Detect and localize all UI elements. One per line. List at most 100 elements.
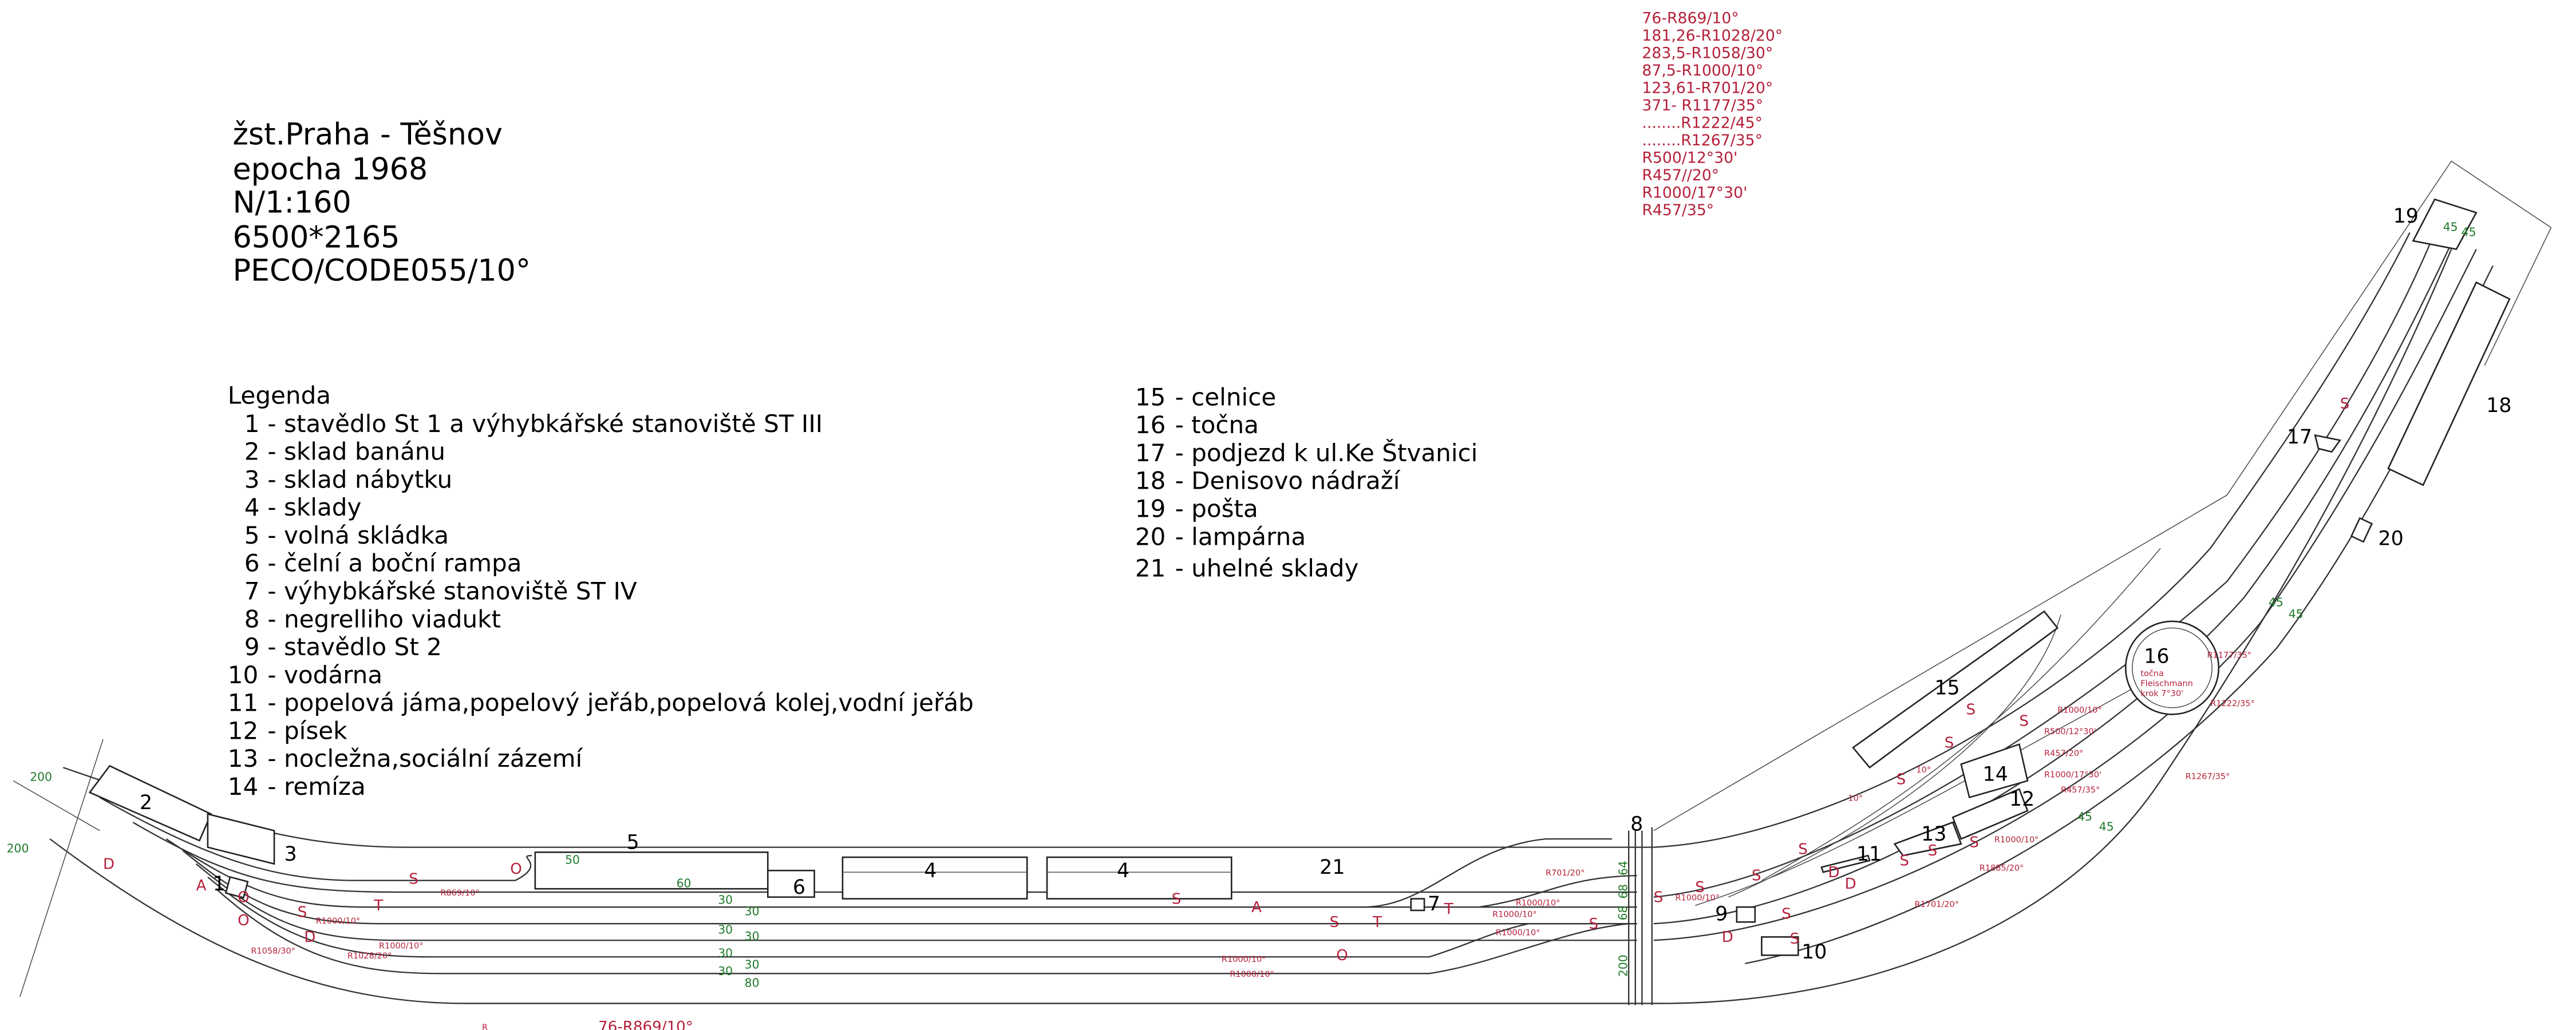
radius-label: 10°: [1848, 794, 1863, 803]
length-label: 68: [1616, 884, 1630, 899]
turnout-entry: ........R1222/45°: [1642, 114, 1763, 132]
radius-label: R1222/35°: [2210, 699, 2255, 708]
signal-letter: O: [238, 912, 250, 929]
radius-label: R1000/10°: [1492, 910, 1537, 920]
label-building-1: 1: [213, 873, 226, 896]
legend-item-text: - celnice: [1175, 383, 1277, 411]
signal-letter: S: [1897, 771, 1906, 788]
legend-item-number: 7: [244, 577, 260, 605]
turnout-entry: ........R1267/35°: [1642, 132, 1763, 149]
signal-letter: O: [1336, 947, 1348, 964]
building-numbers: 1 2 3 4 4 5 6 7 8 9 10 11 12 13 14 15 16…: [140, 205, 2512, 964]
signal-letter: D: [103, 855, 114, 873]
signal-letter: T: [373, 897, 384, 914]
turntable-note: točna Fleischmann krok 7°30': [2140, 670, 2192, 699]
building-15: [1852, 610, 2059, 769]
length-label: 45: [2077, 810, 2092, 823]
signal-letter: S: [1798, 841, 1808, 858]
radius-label: R1000/10°: [1675, 894, 1720, 903]
track-right: [1653, 232, 2458, 925]
title-block: žst.Praha - Těšnov epocha 1968 N/1:160 6…: [232, 118, 531, 288]
length-label: 45: [2269, 596, 2283, 609]
legend-item-number: 16: [1135, 411, 1166, 439]
legend-item-text: - Denisovo nádraží: [1175, 467, 1401, 495]
signal-letter: S: [2019, 713, 2029, 730]
length-label: 200: [7, 841, 29, 855]
label-building-9: 9: [1715, 902, 1728, 925]
legend-item-text: - volná skládka: [267, 521, 449, 549]
building-9: [1736, 906, 1756, 923]
radius-label: R1028/20°: [347, 952, 392, 961]
building-18: [2387, 281, 2511, 486]
signal-letter: S: [1752, 867, 1761, 885]
legend: Legenda 1- stavědlo St 1 a výhybkářské s…: [228, 381, 1478, 800]
legend-item-number: 6: [244, 549, 260, 577]
legend-item-text: - podjezd k ul.Ke Štvanici: [1175, 438, 1478, 467]
building-19: [2412, 198, 2478, 250]
building-14: [1960, 743, 2029, 799]
radius-label: R457/35°: [2061, 786, 2100, 795]
radius-label: R1058/30°: [251, 946, 295, 956]
signal-letter: S: [1172, 890, 1182, 908]
signal-letter: S: [1899, 853, 1909, 870]
turntable-16-inner: [2132, 627, 2212, 708]
length-label: 45: [2099, 820, 2114, 834]
legend-item-number: 17: [1135, 439, 1166, 467]
title-scale: N/1:160: [232, 186, 351, 220]
turnout-entry: R457//20°: [1642, 167, 1719, 184]
length-label: 64: [1616, 861, 1630, 876]
label-building-6: 6: [793, 876, 805, 899]
yard-track: [132, 822, 1637, 893]
signal-letter: D: [1845, 876, 1856, 893]
length-label: 30: [745, 929, 760, 943]
label-building-11: 11: [1856, 843, 1882, 866]
legend-item-text: - stavědlo St 2: [267, 633, 441, 661]
legend-item-number: 5: [244, 521, 260, 549]
label-building-13: 13: [1921, 823, 1946, 846]
radius-label: R1701/20°: [1915, 900, 1959, 909]
turnout-entry: 87,5-R1000/10°: [1642, 62, 1763, 80]
legend-item-text: - písek: [267, 716, 347, 744]
building-11: [1820, 854, 1871, 873]
turnout-entry: 371- R1177/35°: [1642, 97, 1763, 114]
signal-letter: S: [1790, 930, 1800, 948]
legend-item-text: - stavědlo St 1 a výhybkářské stanoviště…: [267, 410, 823, 438]
track-bottom: [49, 249, 2452, 1004]
signal-letter: S: [2340, 395, 2350, 413]
length-label: 30: [718, 893, 733, 906]
turnout-entry: R1000/17°30': [1642, 184, 1747, 201]
radius-label: R1000/10°: [2057, 706, 2102, 715]
building-10: [1761, 936, 1799, 956]
legend-item-text: - čelní a boční rampa: [267, 549, 521, 577]
radius-label: R1000/10°: [1230, 970, 1274, 979]
label-building-10: 10: [1801, 941, 1827, 964]
label-building-4: 4: [1117, 859, 1129, 882]
legend-item-number: 20: [1135, 522, 1166, 550]
building-5-area: [534, 851, 769, 890]
legend-item-text: - lampárna: [1175, 522, 1306, 550]
building-17: [2314, 434, 2341, 453]
length-label: 80: [745, 976, 760, 990]
radius-label: R1000/10°: [1516, 898, 1560, 908]
building-6: [767, 869, 815, 898]
legend-item-number: 19: [1135, 494, 1166, 522]
radius-label: R1000/10°: [379, 942, 424, 951]
length-label: 45: [2289, 607, 2304, 621]
bottom-radius-label: 76-R869/10°: [598, 1019, 693, 1030]
radius-label: R869/10°: [440, 889, 479, 898]
yard-track: [195, 863, 1637, 941]
building-3: [207, 813, 275, 865]
building-2: [88, 764, 212, 842]
signal-letter: S: [1654, 889, 1664, 906]
length-label: 200: [30, 770, 52, 784]
label-building-15: 15: [1934, 677, 1959, 700]
radius-label: R1177/35°: [2207, 651, 2251, 660]
signal-letter: D: [1828, 864, 1840, 881]
yard-track: [215, 888, 1629, 974]
legend-item-number: 12: [228, 716, 259, 744]
legend-item-number: 14: [228, 772, 259, 801]
label-building-14: 14: [1983, 763, 2008, 786]
yard-track: [207, 877, 1530, 958]
length-label: 30: [718, 964, 733, 978]
legend-item-number: 10: [228, 661, 259, 689]
